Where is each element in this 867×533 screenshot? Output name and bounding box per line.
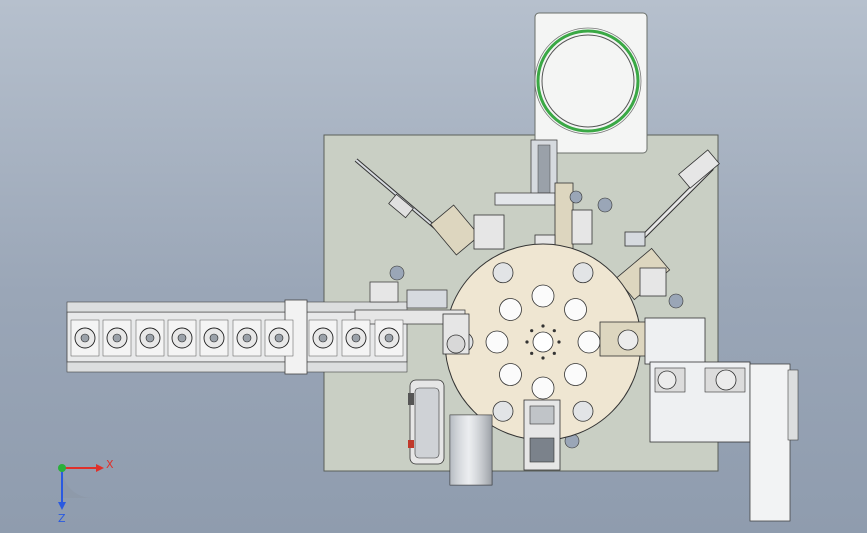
turntable-bolt bbox=[552, 351, 556, 355]
left-diagonal-arm bbox=[354, 158, 505, 256]
feeder-slot bbox=[135, 319, 165, 357]
turntable-hole bbox=[577, 330, 601, 354]
bowl-chute bbox=[494, 139, 558, 206]
feeder-slot bbox=[199, 319, 229, 357]
linear-feeder bbox=[66, 281, 466, 375]
turntable-hole bbox=[499, 298, 522, 321]
feeder-slot bbox=[308, 319, 338, 357]
right-diagonal-arm bbox=[615, 149, 720, 301]
feeder-slot bbox=[374, 319, 404, 357]
y-axis-dot bbox=[58, 464, 66, 472]
feeder-slot bbox=[232, 319, 262, 357]
turntable-fixture bbox=[572, 262, 594, 284]
feeder-slot bbox=[264, 319, 294, 357]
turntable-hole bbox=[485, 330, 509, 354]
turntable-bolt bbox=[541, 356, 545, 360]
right-output-station bbox=[599, 317, 751, 443]
turntable-fixture bbox=[572, 400, 594, 422]
turntable-hole bbox=[531, 376, 555, 400]
turntable-bolt bbox=[557, 340, 561, 344]
z-axis-label: Z bbox=[58, 512, 66, 525]
turntable-fixture bbox=[492, 262, 514, 284]
x-axis-label: X bbox=[106, 458, 114, 471]
axis-triad: X Z bbox=[58, 458, 114, 525]
turntable-hole bbox=[531, 284, 555, 308]
feeder-slot bbox=[102, 319, 132, 357]
turntable-bolt bbox=[552, 329, 556, 333]
turntable-bolt bbox=[541, 324, 545, 328]
turntable-bolt bbox=[525, 340, 529, 344]
rotary-turntable bbox=[444, 243, 642, 441]
turntable-bolt bbox=[530, 329, 534, 333]
motor-assembly bbox=[408, 379, 493, 486]
turntable-hole bbox=[564, 363, 587, 386]
right-conveyor bbox=[749, 363, 799, 522]
turntable-bolt bbox=[530, 351, 534, 355]
left-station bbox=[442, 313, 470, 355]
turntable-hole bbox=[564, 298, 587, 321]
feeder-slot bbox=[341, 319, 371, 357]
vibratory-bowl bbox=[534, 12, 648, 154]
x-axis-arrow bbox=[96, 464, 104, 472]
feeder-slot bbox=[167, 319, 197, 357]
z-axis-arrow bbox=[58, 502, 66, 510]
feeder-slot bbox=[70, 319, 100, 357]
turntable-hole bbox=[499, 363, 522, 386]
bottom-station bbox=[523, 399, 561, 471]
turntable-fixture bbox=[492, 400, 514, 422]
